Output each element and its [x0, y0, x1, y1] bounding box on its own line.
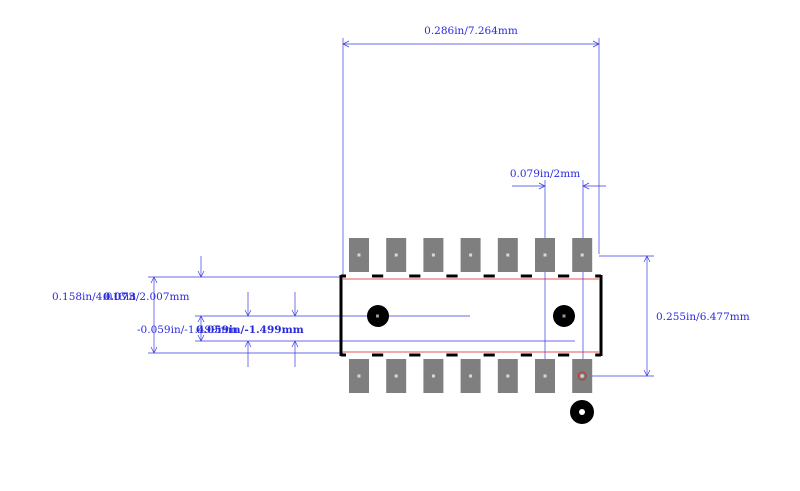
pin1-pad-indicator	[577, 371, 587, 381]
pad-bottom-center-4	[469, 374, 473, 378]
pad-bottom-center-2	[394, 374, 398, 378]
body-marker-right	[553, 305, 575, 327]
pad-bottom-center-3	[431, 374, 435, 378]
dimension-pad-pitch: 0.079in/2mm	[510, 168, 606, 376]
left-a-label: 0.158in/4.013in/2.007mm	[52, 291, 189, 303]
body-length-label: 0.255in/6.477mm	[656, 311, 750, 323]
overall-width-label: 0.286in/7.264mm	[424, 25, 518, 37]
dimension-body-length: 0.255in/6.477mm	[583, 255, 750, 377]
body-outline	[339, 274, 603, 357]
pad-bottom-center-1	[357, 374, 361, 378]
pin1-marker	[570, 400, 594, 424]
pad-top-center-6	[543, 253, 547, 257]
pad-top-center-5	[506, 253, 510, 257]
pad-row-bottom	[349, 359, 593, 393]
pad-bottom-center-7	[580, 374, 584, 378]
left-a-overlap-label: 0.073	[103, 291, 136, 303]
pad-row-top	[349, 238, 593, 272]
pad-bottom-center-6	[543, 374, 547, 378]
pad-top-center-4	[469, 253, 473, 257]
pad-top-center-1	[357, 253, 361, 257]
dimension-left-outer: 0.158in/4.013in/2.007mm 0.073	[52, 256, 343, 354]
pad-top-center-7	[580, 253, 584, 257]
dimension-left-inner: -0.059in/-1.499mm 0.059in/-1.499mm	[137, 292, 575, 367]
pad-top-center-2	[394, 253, 398, 257]
dimension-overall-width: 0.286in/7.264mm	[342, 25, 600, 277]
pad-bottom-center-5	[506, 374, 510, 378]
left-b-overlap-label: 0.059in/-1.499mm	[196, 324, 304, 336]
body-marker-left	[367, 305, 389, 327]
pad-pitch-label: 0.079in/2mm	[510, 168, 580, 180]
pad-top-center-3	[431, 253, 435, 257]
left-b-label: -0.059in/-1.499mm	[137, 324, 238, 336]
